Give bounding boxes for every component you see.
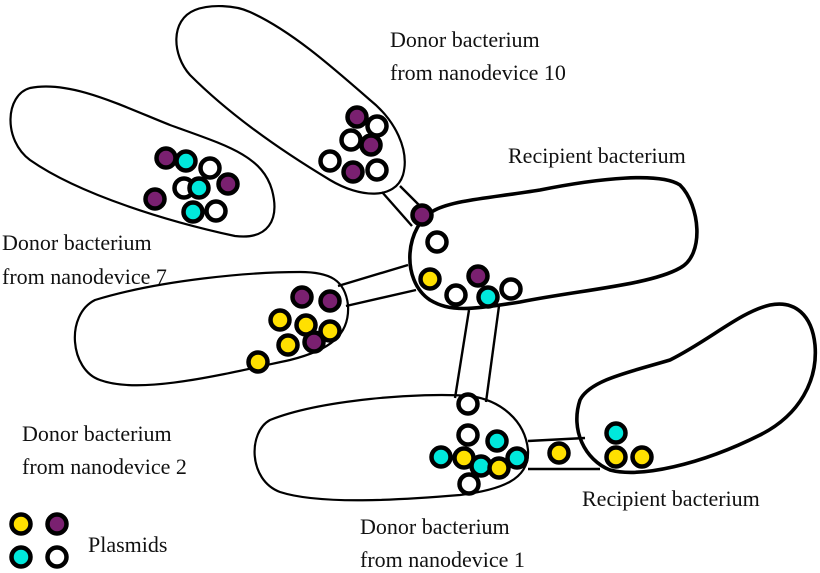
- plasmid-yellow: [318, 319, 342, 343]
- plasmid-white: [318, 149, 342, 173]
- donor-cell-nanodevice-2: [73, 270, 350, 387]
- plasmid-yellow: [276, 333, 300, 357]
- plasmid-purple: [345, 105, 369, 129]
- plasmid-cyan: [476, 285, 500, 309]
- plasmid-purple: [302, 330, 326, 354]
- plasmid-yellow: [630, 445, 654, 469]
- plasmid-white: [499, 277, 523, 301]
- plasmid-yellow: [418, 267, 442, 291]
- plasmid-white: [365, 114, 389, 138]
- plasmid-white: [444, 283, 468, 307]
- donor-cell-nanodevice-1: [253, 393, 530, 502]
- plasmid-yellow: [487, 456, 511, 480]
- label-donor1-line2: from nanodevice 1: [360, 547, 525, 572]
- plasmid-white: [457, 472, 481, 496]
- label-donor7-line2: from nanodevice 7: [2, 264, 167, 289]
- label-recipient-bottom: Recipient bacterium: [582, 486, 760, 511]
- plasmids-layer: [9, 105, 654, 569]
- plasmid-cyan: [604, 421, 628, 445]
- plasmid-purple: [143, 187, 167, 211]
- label-donor1-line1: Donor bacterium: [360, 514, 510, 539]
- label-recipient-top: Recipient bacterium: [508, 143, 686, 168]
- plasmid-purple: [216, 172, 240, 196]
- plasmid-cyan: [181, 200, 205, 224]
- label-donor2-line1: Donor bacterium: [22, 421, 172, 446]
- plasmid-yellow: [547, 441, 571, 465]
- label-donor2-line2: from nanodevice 2: [22, 454, 187, 479]
- plasmid-cyan: [505, 446, 529, 470]
- donor-cell-nanodevice-7: [9, 85, 276, 238]
- recipient-cell-bottom: [575, 302, 818, 475]
- plasmid-white: [425, 230, 449, 254]
- plasmid-purple: [341, 160, 365, 184]
- plasmid-yellow: [246, 350, 270, 374]
- label-donor10-line1: Donor bacterium: [390, 27, 540, 52]
- legend-plasmid-white-icon: [45, 545, 69, 569]
- plasmid-purple: [290, 285, 314, 309]
- plasmid-white: [456, 423, 480, 447]
- plasmid-purple: [359, 133, 383, 157]
- label-donor10-line2: from nanodevice 10: [390, 60, 566, 85]
- plasmid-purple: [466, 264, 490, 288]
- plasmid-purple: [318, 289, 342, 313]
- plasmid-yellow: [604, 445, 628, 469]
- pilus-1-to-recipient-bottom: [527, 436, 600, 471]
- plasmid-purple: [410, 203, 434, 227]
- plasmid-cyan: [187, 176, 211, 200]
- pilus-2-to-recipient: [337, 263, 417, 308]
- plasmid-white: [204, 199, 228, 223]
- label-donor7-line1: Donor bacterium: [2, 230, 152, 255]
- plasmid-white: [198, 156, 222, 180]
- plasmid-cyan: [174, 149, 198, 173]
- legend-label: Plasmids: [88, 532, 167, 557]
- plasmid-white: [456, 392, 480, 416]
- legend-plasmid-yellow-icon: [9, 512, 33, 536]
- plasmid-cyan: [485, 429, 509, 453]
- legend-plasmid-cyan-icon: [9, 545, 33, 569]
- plasmid-white: [365, 158, 389, 182]
- pilus-recipient-to-1: [453, 305, 501, 403]
- plasmid-purple: [154, 146, 178, 170]
- plasmid-cyan: [429, 445, 453, 469]
- plasmid-yellow: [268, 308, 292, 332]
- plasmid-white: [339, 128, 363, 152]
- legend-plasmid-purple-icon: [45, 512, 69, 536]
